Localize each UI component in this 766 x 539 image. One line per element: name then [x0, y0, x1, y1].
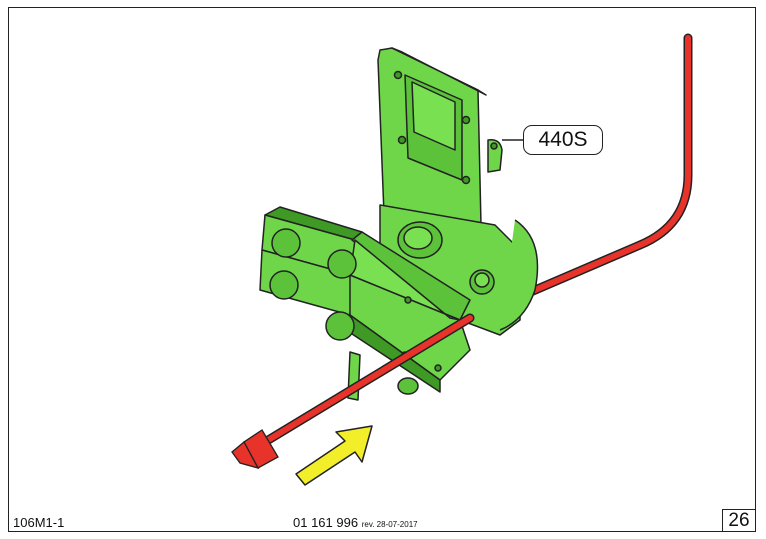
- direction-arrow: [295, 425, 373, 486]
- cable-end-fitting: [231, 429, 279, 470]
- doc-number: 01 161 996: [293, 515, 359, 530]
- document-reference: 01 161 996 rev. 28-07-2017: [293, 515, 418, 530]
- part-callout-label: 440S: [523, 125, 603, 155]
- page-number: 26: [728, 509, 750, 531]
- figure-code: 106M1-1: [13, 515, 65, 530]
- drawing-frame: [8, 7, 756, 532]
- revision-date: rev. 28-07-2017: [361, 520, 418, 529]
- page-number-box: 26: [722, 509, 756, 532]
- mounting-bracket: [259, 47, 539, 401]
- callout-text: 440S: [538, 128, 588, 151]
